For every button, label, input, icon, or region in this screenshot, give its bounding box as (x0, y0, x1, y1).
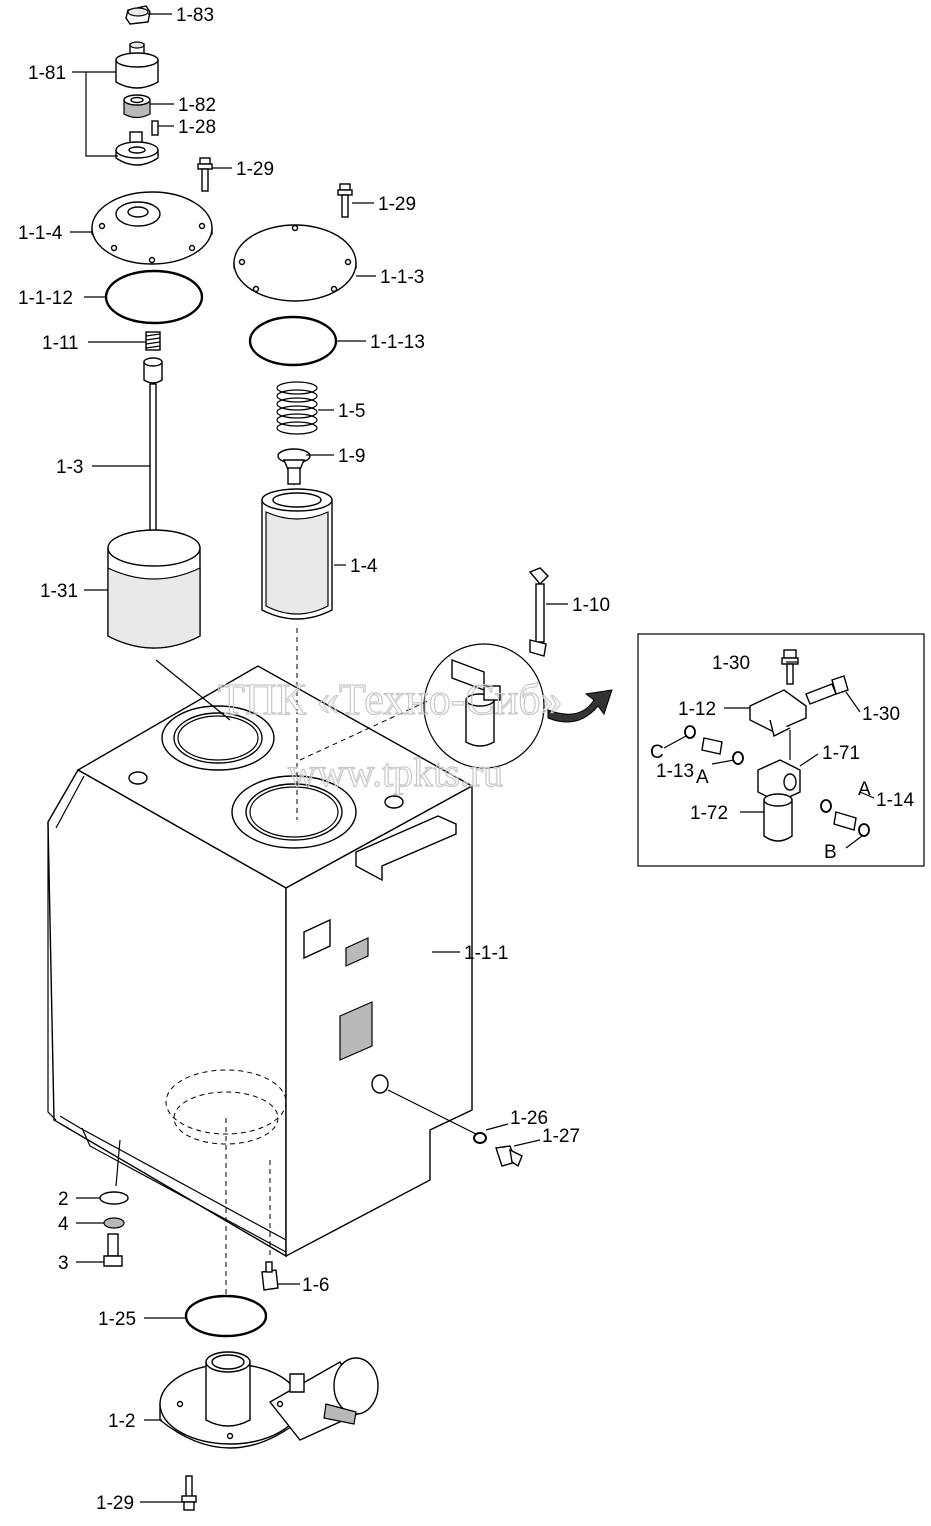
label-A-right: A (858, 779, 871, 800)
gauge-1-10 (528, 567, 549, 657)
label-1-1-4: 1-1-4 (18, 223, 63, 244)
callout-circle (423, 643, 545, 769)
label-1-29-c: 1-29 (96, 1493, 134, 1514)
label-1-83: 1-83 (176, 5, 214, 26)
oring-A1 (732, 751, 744, 765)
label-1-4: 1-4 (350, 556, 378, 577)
label-C: C (650, 742, 664, 763)
label-1-14: 1-14 (876, 790, 914, 811)
detail-filter-assembly (684, 649, 870, 842)
oring-1-1-13 (248, 315, 338, 367)
watermark-line-1: ТПК «Техно-Сиб» (218, 675, 563, 724)
label-1-1-12: 1-1-12 (18, 288, 73, 309)
bolt-3 (103, 1233, 123, 1267)
label-1-81: 1-81 (28, 63, 66, 84)
label-1-11: 1-11 (42, 333, 79, 354)
label-1-25: 1-25 (98, 1309, 136, 1330)
label-2: 2 (58, 1189, 69, 1210)
label-1-5: 1-5 (338, 401, 365, 422)
drain-1-6 (261, 1261, 279, 1291)
bolt-1-29-c (181, 1475, 197, 1511)
spring-1-5 (276, 381, 318, 435)
tank-1-1-1 (47, 665, 474, 1258)
label-1-13: 1-13 (656, 761, 694, 782)
breather-1-81 (115, 41, 159, 89)
oring-1-26 (473, 1132, 487, 1144)
breather-flange (115, 131, 159, 166)
cap-1-83 (125, 5, 151, 25)
sensor-1-27 (495, 1145, 523, 1168)
label-1-30-a: 1-30 (712, 653, 750, 674)
label-3: 3 (58, 1253, 69, 1274)
filter-1-4 (261, 488, 333, 620)
label-1-2: 1-2 (108, 1411, 135, 1432)
washer-2 (99, 1191, 129, 1205)
label-1-6: 1-6 (302, 1275, 329, 1296)
oring-1-25 (184, 1294, 268, 1338)
label-1-26: 1-26 (510, 1108, 548, 1129)
pipe-1-2 (159, 1351, 379, 1449)
label-1-1-13: 1-1-13 (370, 332, 425, 353)
label-4: 4 (58, 1214, 69, 1235)
rod-1-3 (143, 357, 163, 547)
label-1-31: 1-31 (40, 581, 78, 602)
spring-1-11 (145, 331, 161, 351)
label-1-27: 1-27 (542, 1126, 580, 1147)
element-1-82 (123, 94, 151, 119)
label-1-71: 1-71 (822, 743, 860, 764)
bolt-1-29-a (197, 157, 213, 192)
washer-4 (103, 1217, 125, 1229)
oring-C (684, 725, 696, 739)
label-B: B (824, 842, 837, 863)
label-1-72: 1-72 (690, 803, 728, 824)
valve-1-9 (277, 448, 311, 486)
watermark-line-2: www.tpkts.ru (288, 750, 503, 795)
label-A-left: A (696, 767, 709, 788)
cover-1-1-3 (233, 224, 357, 302)
label-1-3: 1-3 (56, 457, 83, 478)
callout-arrow (547, 689, 613, 723)
oring-A2 (820, 799, 832, 813)
label-1-29-a: 1-29 (236, 159, 274, 180)
label-1-1-1: 1-1-1 (464, 943, 508, 964)
label-1-30-b: 1-30 (862, 704, 900, 725)
strainer-1-31 (107, 529, 201, 649)
label-1-9: 1-9 (338, 446, 365, 467)
bolt-1-29-b (337, 183, 353, 218)
oring-1-1-12 (104, 269, 204, 325)
cover-1-1-4 (91, 191, 213, 265)
oring-B (858, 823, 870, 837)
line-filter-small (451, 658, 501, 747)
label-1-10: 1-10 (572, 595, 610, 616)
screw-1-28 (151, 120, 159, 136)
label-1-1-3: 1-1-3 (380, 267, 424, 288)
label-1-28: 1-28 (178, 117, 216, 138)
label-1-82: 1-82 (178, 95, 216, 116)
leader-lines (70, 13, 875, 1503)
label-1-29-b: 1-29 (378, 194, 416, 215)
label-1-12: 1-12 (678, 699, 716, 720)
